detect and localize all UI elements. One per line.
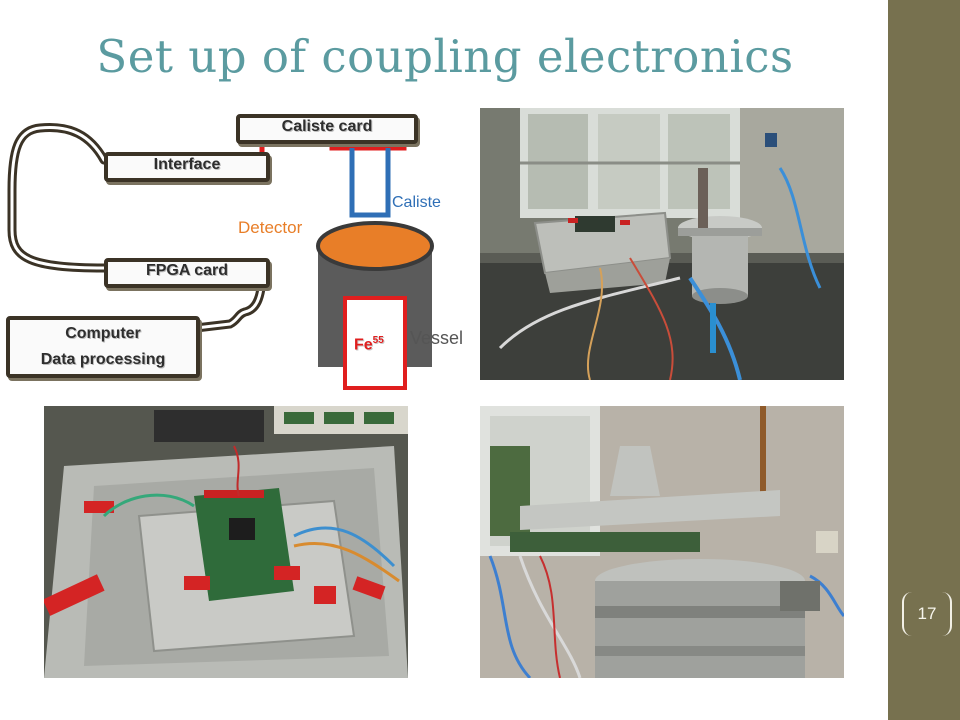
slide-number: 17: [902, 592, 952, 636]
photo-board-on-vessel-render: [480, 406, 844, 678]
interface-box: Interface: [104, 152, 270, 182]
fpga-card-box: FPGA card: [104, 258, 270, 288]
photo-lab-setup: [480, 108, 844, 380]
caliste-card-label: Caliste card: [281, 118, 373, 135]
interface-label: Interface: [153, 156, 221, 173]
photo-board-in-tray: [44, 406, 408, 678]
caliste-card-box: Caliste card: [236, 114, 418, 144]
fe55-element: Fe: [354, 336, 373, 354]
computer-label: Computer: [65, 325, 141, 342]
vessel-label: Vessel: [410, 328, 464, 348]
photo-board-on-vessel: [480, 406, 844, 678]
computer-box: Computer Data processing: [6, 316, 200, 378]
fpga-card-label: FPGA card: [145, 262, 229, 279]
interface-to-fpga-cable-highlight: [10, 125, 106, 270]
slide-title: Set up of coupling electronics: [96, 30, 794, 83]
caliste-label: Caliste: [392, 194, 441, 211]
data-processing-label: Data processing: [40, 351, 166, 368]
detector-label: Detector: [238, 218, 303, 237]
photo-board-in-tray-render: [44, 406, 408, 678]
interface-to-fpga-cable: [7, 122, 109, 273]
fe55-source: [343, 296, 407, 390]
fpga-to-computer-cable-highlight: [194, 270, 264, 330]
caliste-module: [349, 148, 391, 218]
photo-lab-setup-render: [480, 108, 844, 380]
fe55-label: Fe55: [354, 335, 384, 354]
fe55-isotope: 55: [372, 335, 384, 346]
vessel-opening: [316, 221, 434, 271]
